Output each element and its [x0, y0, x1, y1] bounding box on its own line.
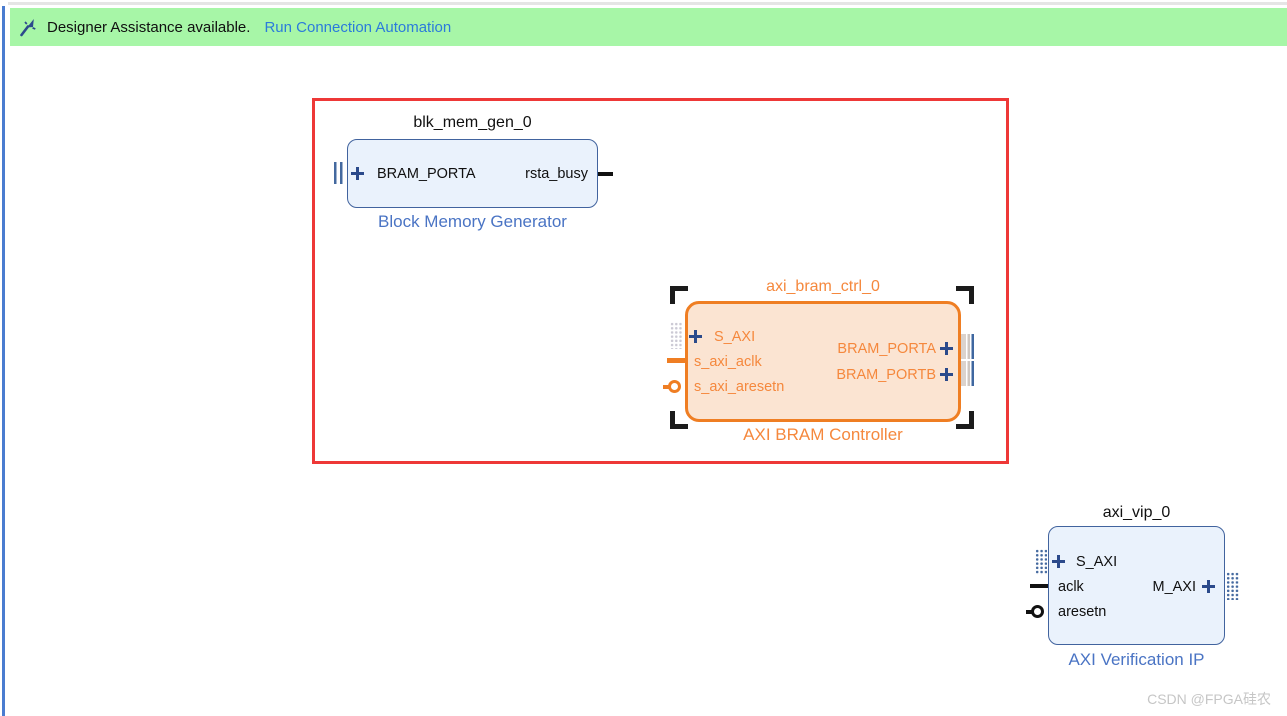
pin-stub-aclk[interactable]: [1030, 583, 1048, 588]
block-instance-name-axi-vip: axi_vip_0: [1102, 504, 1171, 521]
unconnected-interface-indicator: [670, 322, 682, 349]
interface-connection-indicator: [334, 162, 343, 184]
block-instance-name-axi-bram-ctrl: axi_bram_ctrl_0: [766, 278, 880, 295]
selection-rectangle: [312, 98, 1009, 464]
pin-stub-rsta-busy[interactable]: [598, 172, 613, 176]
reset-pin-ring-icon[interactable]: [1031, 605, 1044, 618]
pin-s-axi[interactable]: S_AXI: [714, 329, 756, 345]
watermark: CSDN @FPGA硅农: [1147, 691, 1271, 707]
banner-message: Designer Assistance available.: [47, 18, 251, 36]
selection-bracket-br: [956, 411, 974, 429]
interface-pin-indicator: [961, 334, 975, 359]
unconnected-interface-indicator: [1035, 549, 1047, 575]
canvas-left-border: [2, 6, 5, 716]
block-body-blk-mem-gen[interactable]: [347, 139, 598, 208]
pin-aclk[interactable]: aclk: [1058, 579, 1084, 595]
block-kind-label-blk-mem-gen: Block Memory Generator: [378, 212, 567, 231]
wand-icon: [20, 18, 36, 36]
pin-bram-porta-ctrl[interactable]: BRAM_PORTA: [837, 341, 936, 357]
expand-pin-plus-icon[interactable]: [940, 368, 953, 381]
expand-pin-plus-icon[interactable]: [689, 330, 702, 343]
expand-pin-plus-icon[interactable]: [940, 342, 953, 355]
pin-s-axi-aclk[interactable]: s_axi_aclk: [694, 354, 762, 370]
designer-assistance-banner: Designer Assistance available. Run Conne…: [10, 8, 1287, 46]
toolbar-divider: [8, 2, 1287, 5]
selection-bracket-tr: [956, 286, 974, 304]
pin-rsta-busy[interactable]: rsta_busy: [525, 166, 588, 182]
pin-stub-aresetn[interactable]: [1026, 609, 1032, 614]
block-body-axi-vip[interactable]: [1048, 526, 1225, 645]
expand-pin-plus-icon[interactable]: [1052, 555, 1065, 568]
run-connection-automation-link[interactable]: Run Connection Automation: [264, 18, 452, 36]
pin-stub-s-axi-aclk[interactable]: [667, 358, 686, 363]
pin-s-axi-aresetn[interactable]: s_axi_aresetn: [694, 379, 785, 395]
unconnected-interface-indicator: [1226, 572, 1239, 600]
expand-pin-plus-icon[interactable]: [1202, 580, 1215, 593]
pin-stub-s-axi-aresetn[interactable]: [663, 384, 669, 389]
block-kind-label-axi-vip: AXI Verification IP: [1068, 650, 1205, 669]
pin-bram-porta[interactable]: BRAM_PORTA: [377, 166, 476, 182]
expand-pin-plus-icon[interactable]: [351, 167, 364, 180]
reset-pin-ring-icon[interactable]: [668, 380, 681, 393]
selection-bracket-tl: [670, 286, 688, 304]
interface-pin-indicator: [961, 361, 975, 386]
block-kind-label-axi-bram-ctrl: AXI BRAM Controller: [743, 425, 903, 444]
pin-s-axi-vip[interactable]: S_AXI: [1076, 554, 1118, 570]
block-instance-name-blk-mem-gen: blk_mem_gen_0: [413, 114, 532, 131]
block-body-axi-bram-ctrl[interactable]: [685, 301, 961, 422]
pin-bram-portb-ctrl[interactable]: BRAM_PORTB: [836, 367, 936, 383]
pin-aresetn[interactable]: aresetn: [1058, 604, 1107, 620]
pin-m-axi[interactable]: M_AXI: [1152, 579, 1196, 595]
selection-bracket-bl: [670, 411, 688, 429]
